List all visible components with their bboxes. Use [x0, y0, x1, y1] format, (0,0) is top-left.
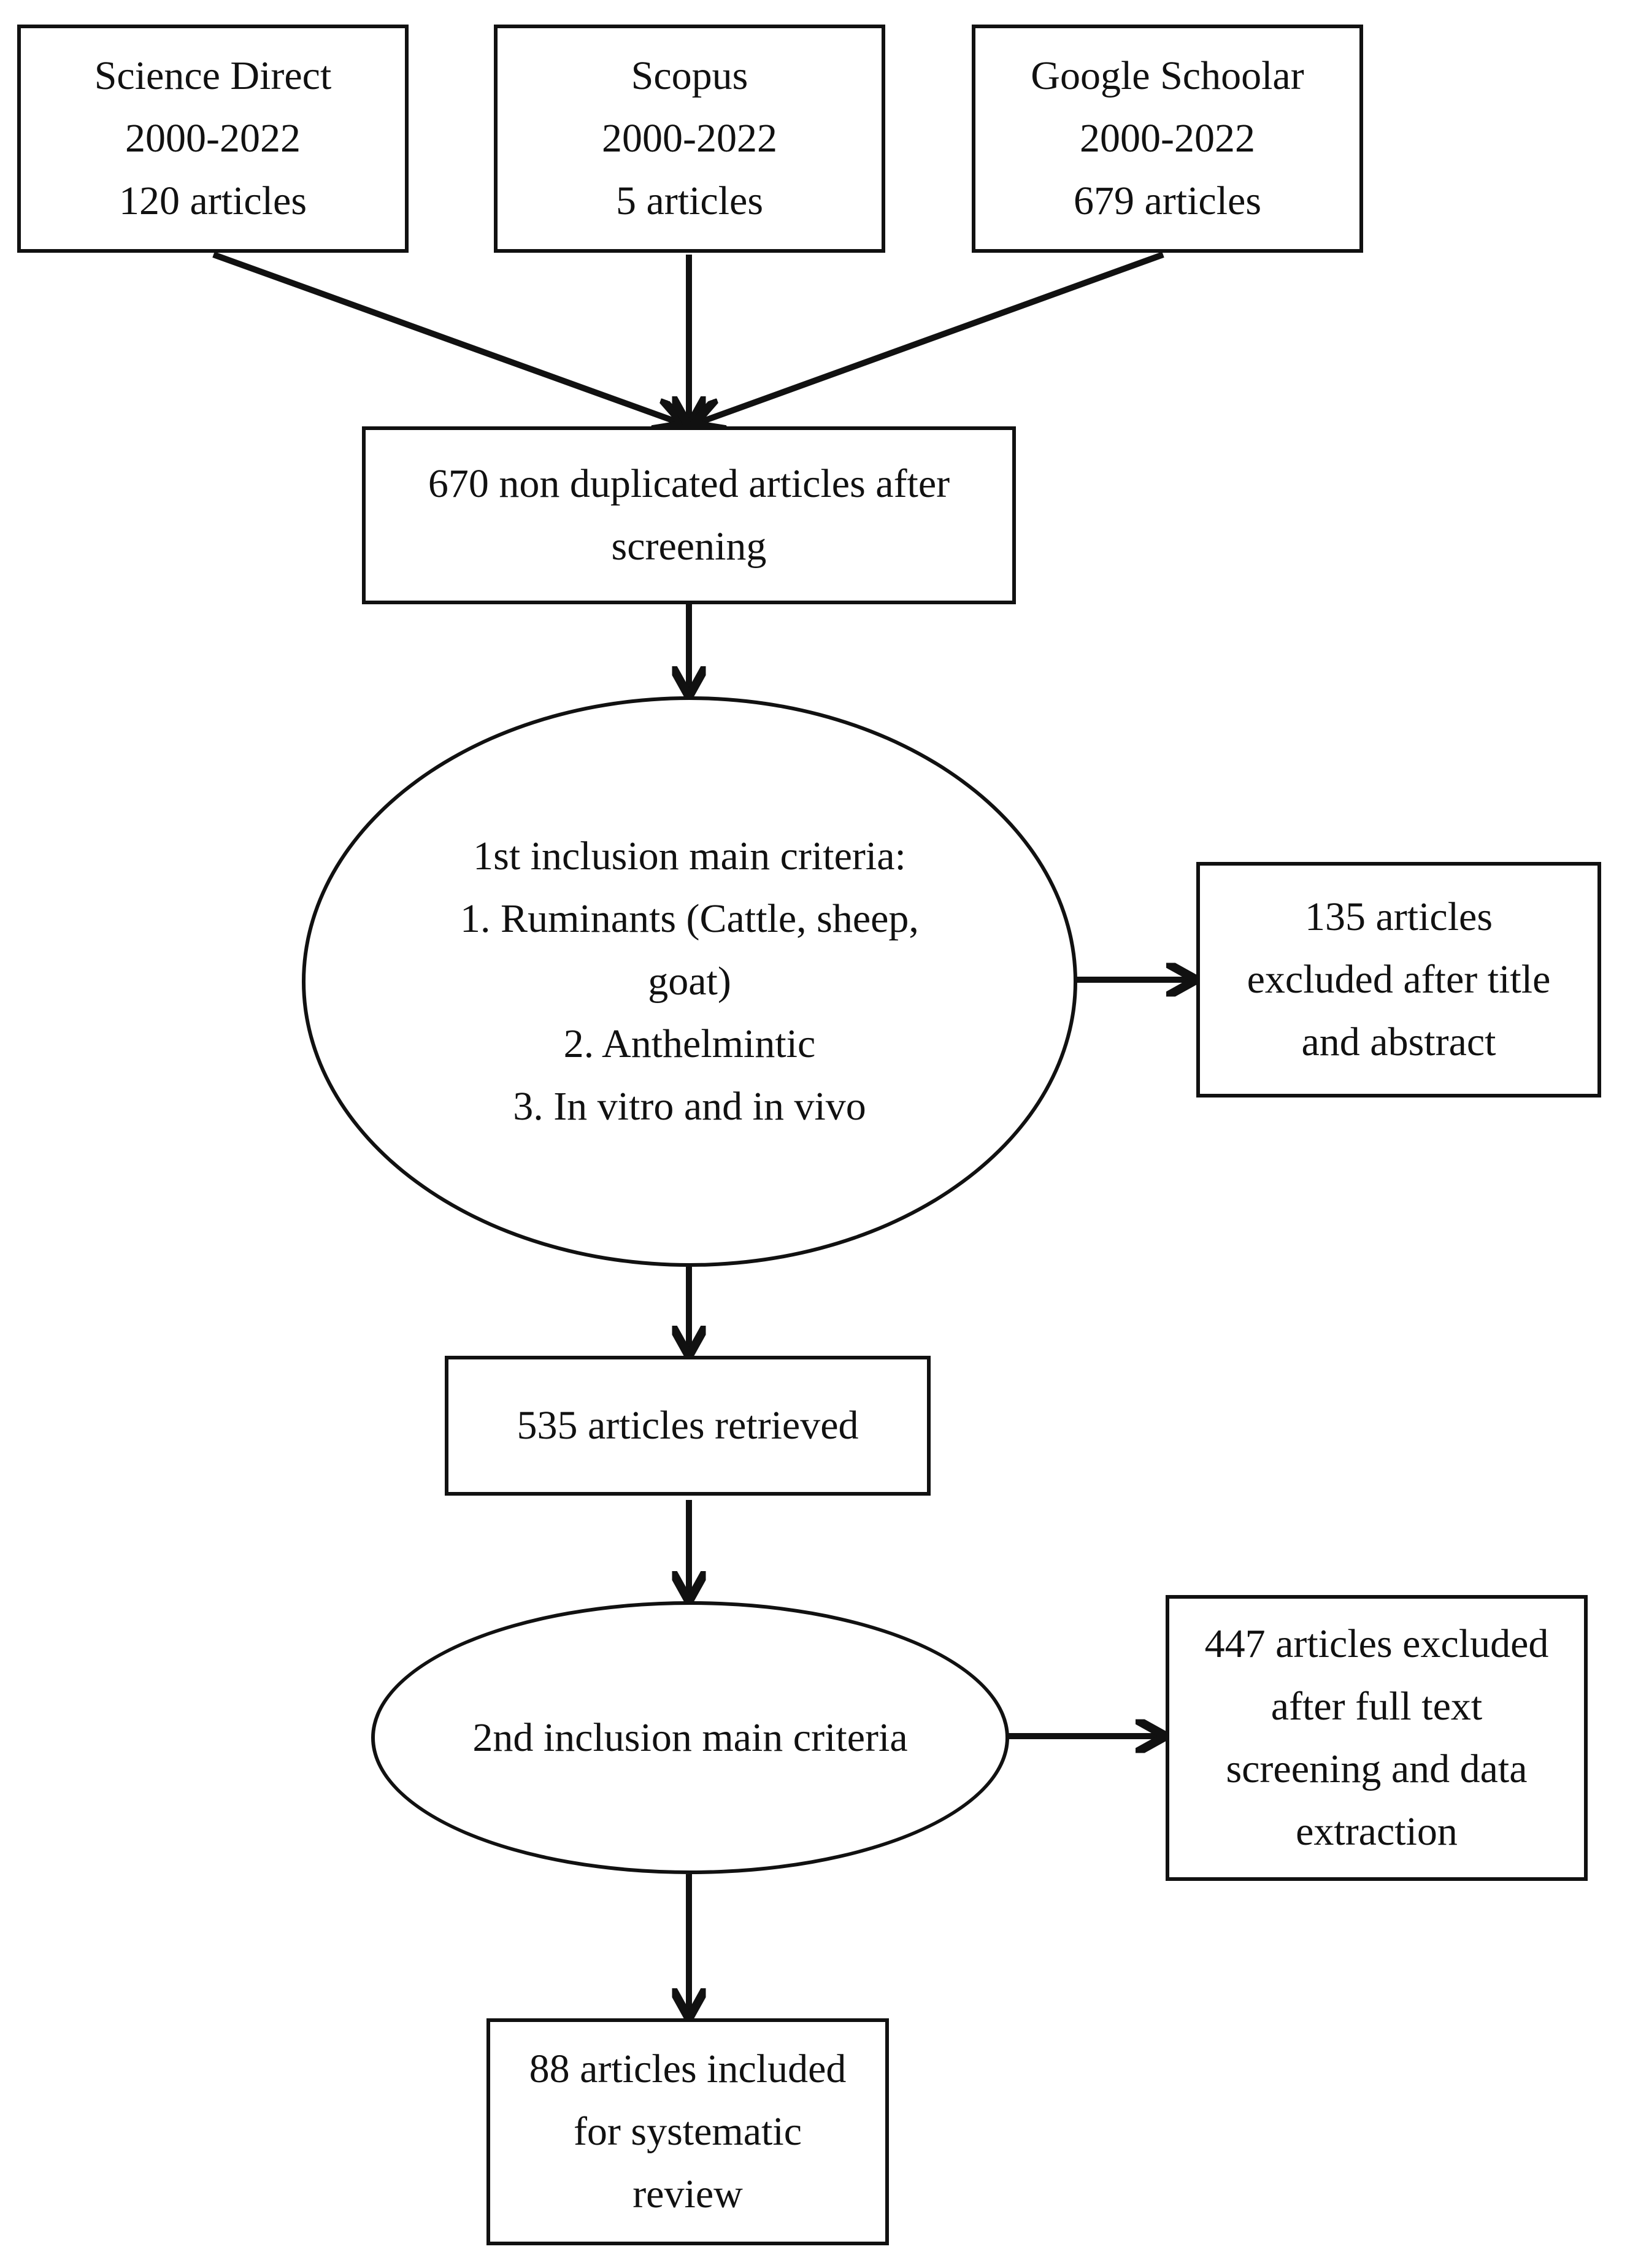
arrow-science-direct-to-screening	[212, 252, 681, 423]
source-box-science-direct: Science Direct 2000-2022 120 articles	[17, 25, 409, 253]
source-label-scopus: Scopus 2000-2022 5 articles	[602, 53, 777, 223]
source-box-scopus: Scopus 2000-2022 5 articles	[494, 25, 885, 253]
first-inclusion-criteria-ellipse: 1st inclusion main criteria: 1. Ruminant…	[302, 696, 1077, 1267]
source-label-science-direct: Science Direct 2000-2022 120 articles	[94, 53, 332, 223]
excluded-title-abstract-label: 135 articles excluded after title and ab…	[1247, 894, 1551, 1064]
retrieved-box: 535 articles retrieved	[445, 1356, 931, 1496]
included-label: 88 articles included for systematic revi…	[529, 2047, 847, 2216]
first-inclusion-criteria-label: 1st inclusion main criteria: 1. Ruminant…	[460, 834, 919, 1129]
source-box-google-schoolar: Google Schoolar 2000-2022 679 articles	[972, 25, 1363, 253]
excluded-full-text-box: 447 articles excluded after full text sc…	[1166, 1595, 1588, 1881]
included-box: 88 articles included for systematic revi…	[486, 2018, 889, 2245]
second-inclusion-criteria-ellipse: 2nd inclusion main criteria	[371, 1601, 1009, 1874]
retrieved-label: 535 articles retrieved	[517, 1403, 859, 1448]
source-label-google-schoolar: Google Schoolar 2000-2022 679 articles	[1031, 53, 1304, 223]
excluded-full-text-label: 447 articles excluded after full text sc…	[1204, 1621, 1549, 1854]
arrow-google-schoolar-to-screening	[697, 252, 1164, 423]
screening-label: 670 non duplicated articles after screen…	[428, 461, 950, 569]
screening-box: 670 non duplicated articles after screen…	[362, 426, 1016, 604]
excluded-title-abstract-box: 135 articles excluded after title and ab…	[1196, 862, 1601, 1097]
second-inclusion-criteria-label: 2nd inclusion main criteria	[472, 1715, 908, 1760]
